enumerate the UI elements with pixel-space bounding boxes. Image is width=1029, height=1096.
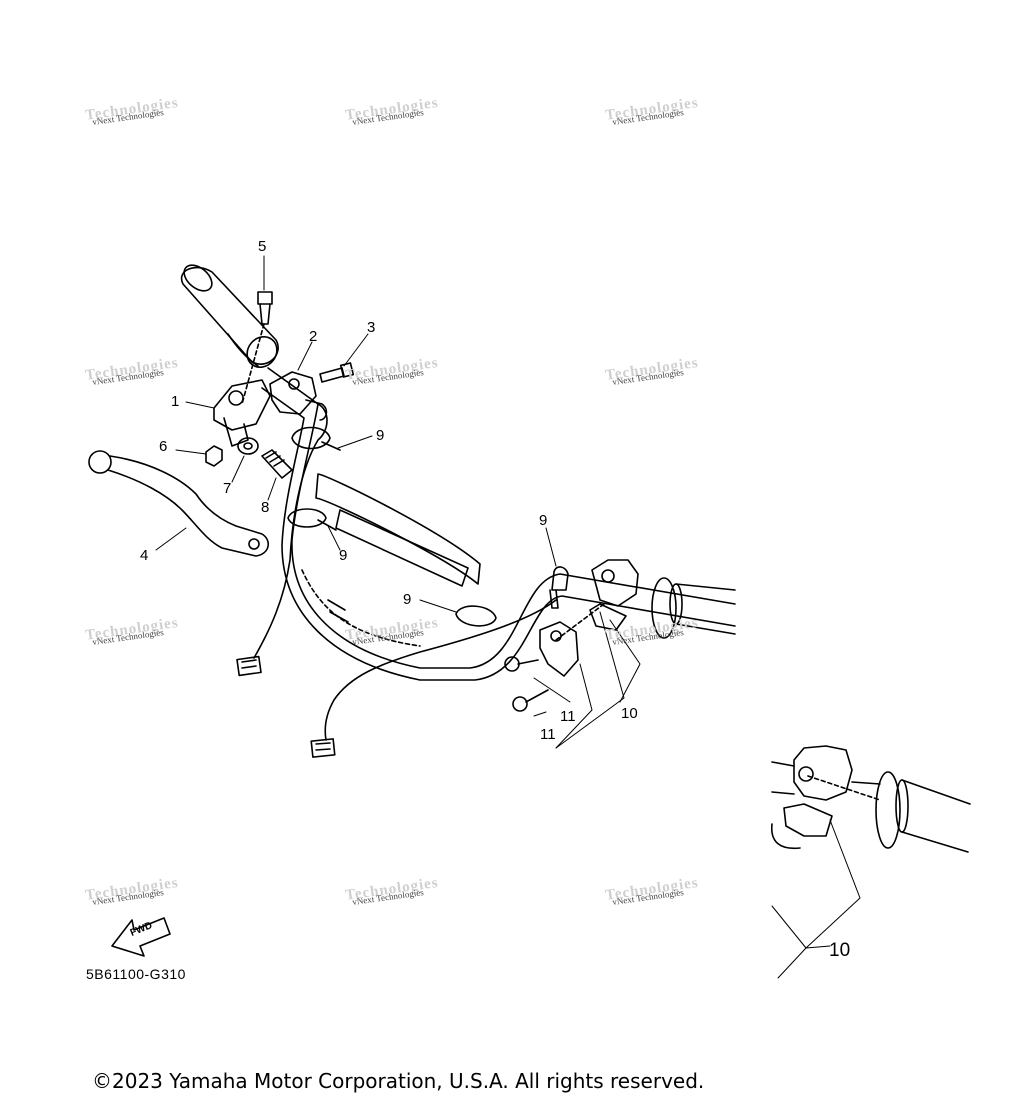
left-grip [180, 264, 279, 369]
clutch-lever [88, 450, 269, 557]
callout-8: 8 [261, 499, 270, 516]
screw-11-lower [512, 689, 549, 712]
washer-7 [237, 437, 259, 455]
forward-arrow-icon [111, 917, 171, 957]
cable-tie-middle [287, 508, 337, 531]
callout-9: 9 [403, 591, 412, 608]
callout-9: 9 [539, 512, 548, 529]
callout-6: 6 [159, 438, 168, 455]
switch-assembly [539, 559, 639, 677]
callout-10-inset: 10 [829, 940, 851, 961]
callout-1: 1 [171, 393, 180, 410]
bolt-5 [241, 291, 273, 405]
copyright-notice: ©2023 Yamaha Motor Corporation, U.S.A. A… [92, 1069, 705, 1093]
clutch-lever-holder [213, 379, 271, 447]
right-grip [651, 577, 736, 639]
adjuster-8 [261, 449, 293, 479]
inset-switch-view [771, 745, 971, 979]
callout-11: 11 [560, 708, 576, 725]
callout-9: 9 [339, 547, 348, 564]
wire-harness-right [310, 599, 557, 758]
cable-tie-right-lower [455, 605, 497, 627]
callout-2: 2 [309, 328, 318, 345]
callout-10: 10 [621, 705, 638, 722]
callout-5: 5 [258, 238, 267, 255]
leader-lines [155, 255, 641, 749]
screw-11-upper [504, 656, 539, 672]
cable-tie-right-upper [549, 566, 569, 609]
callout-4: 4 [140, 547, 149, 564]
cable-tie-upper [291, 426, 341, 451]
bracket [269, 371, 328, 421]
callout-7: 7 [223, 480, 232, 497]
nut-6 [205, 445, 223, 467]
callout-11: 11 [540, 726, 556, 743]
callout-9: 9 [376, 427, 385, 444]
callout-3: 3 [367, 319, 376, 336]
wire-harness-left [236, 403, 328, 677]
diagram-part-code: 5B61100-G310 [86, 966, 186, 982]
